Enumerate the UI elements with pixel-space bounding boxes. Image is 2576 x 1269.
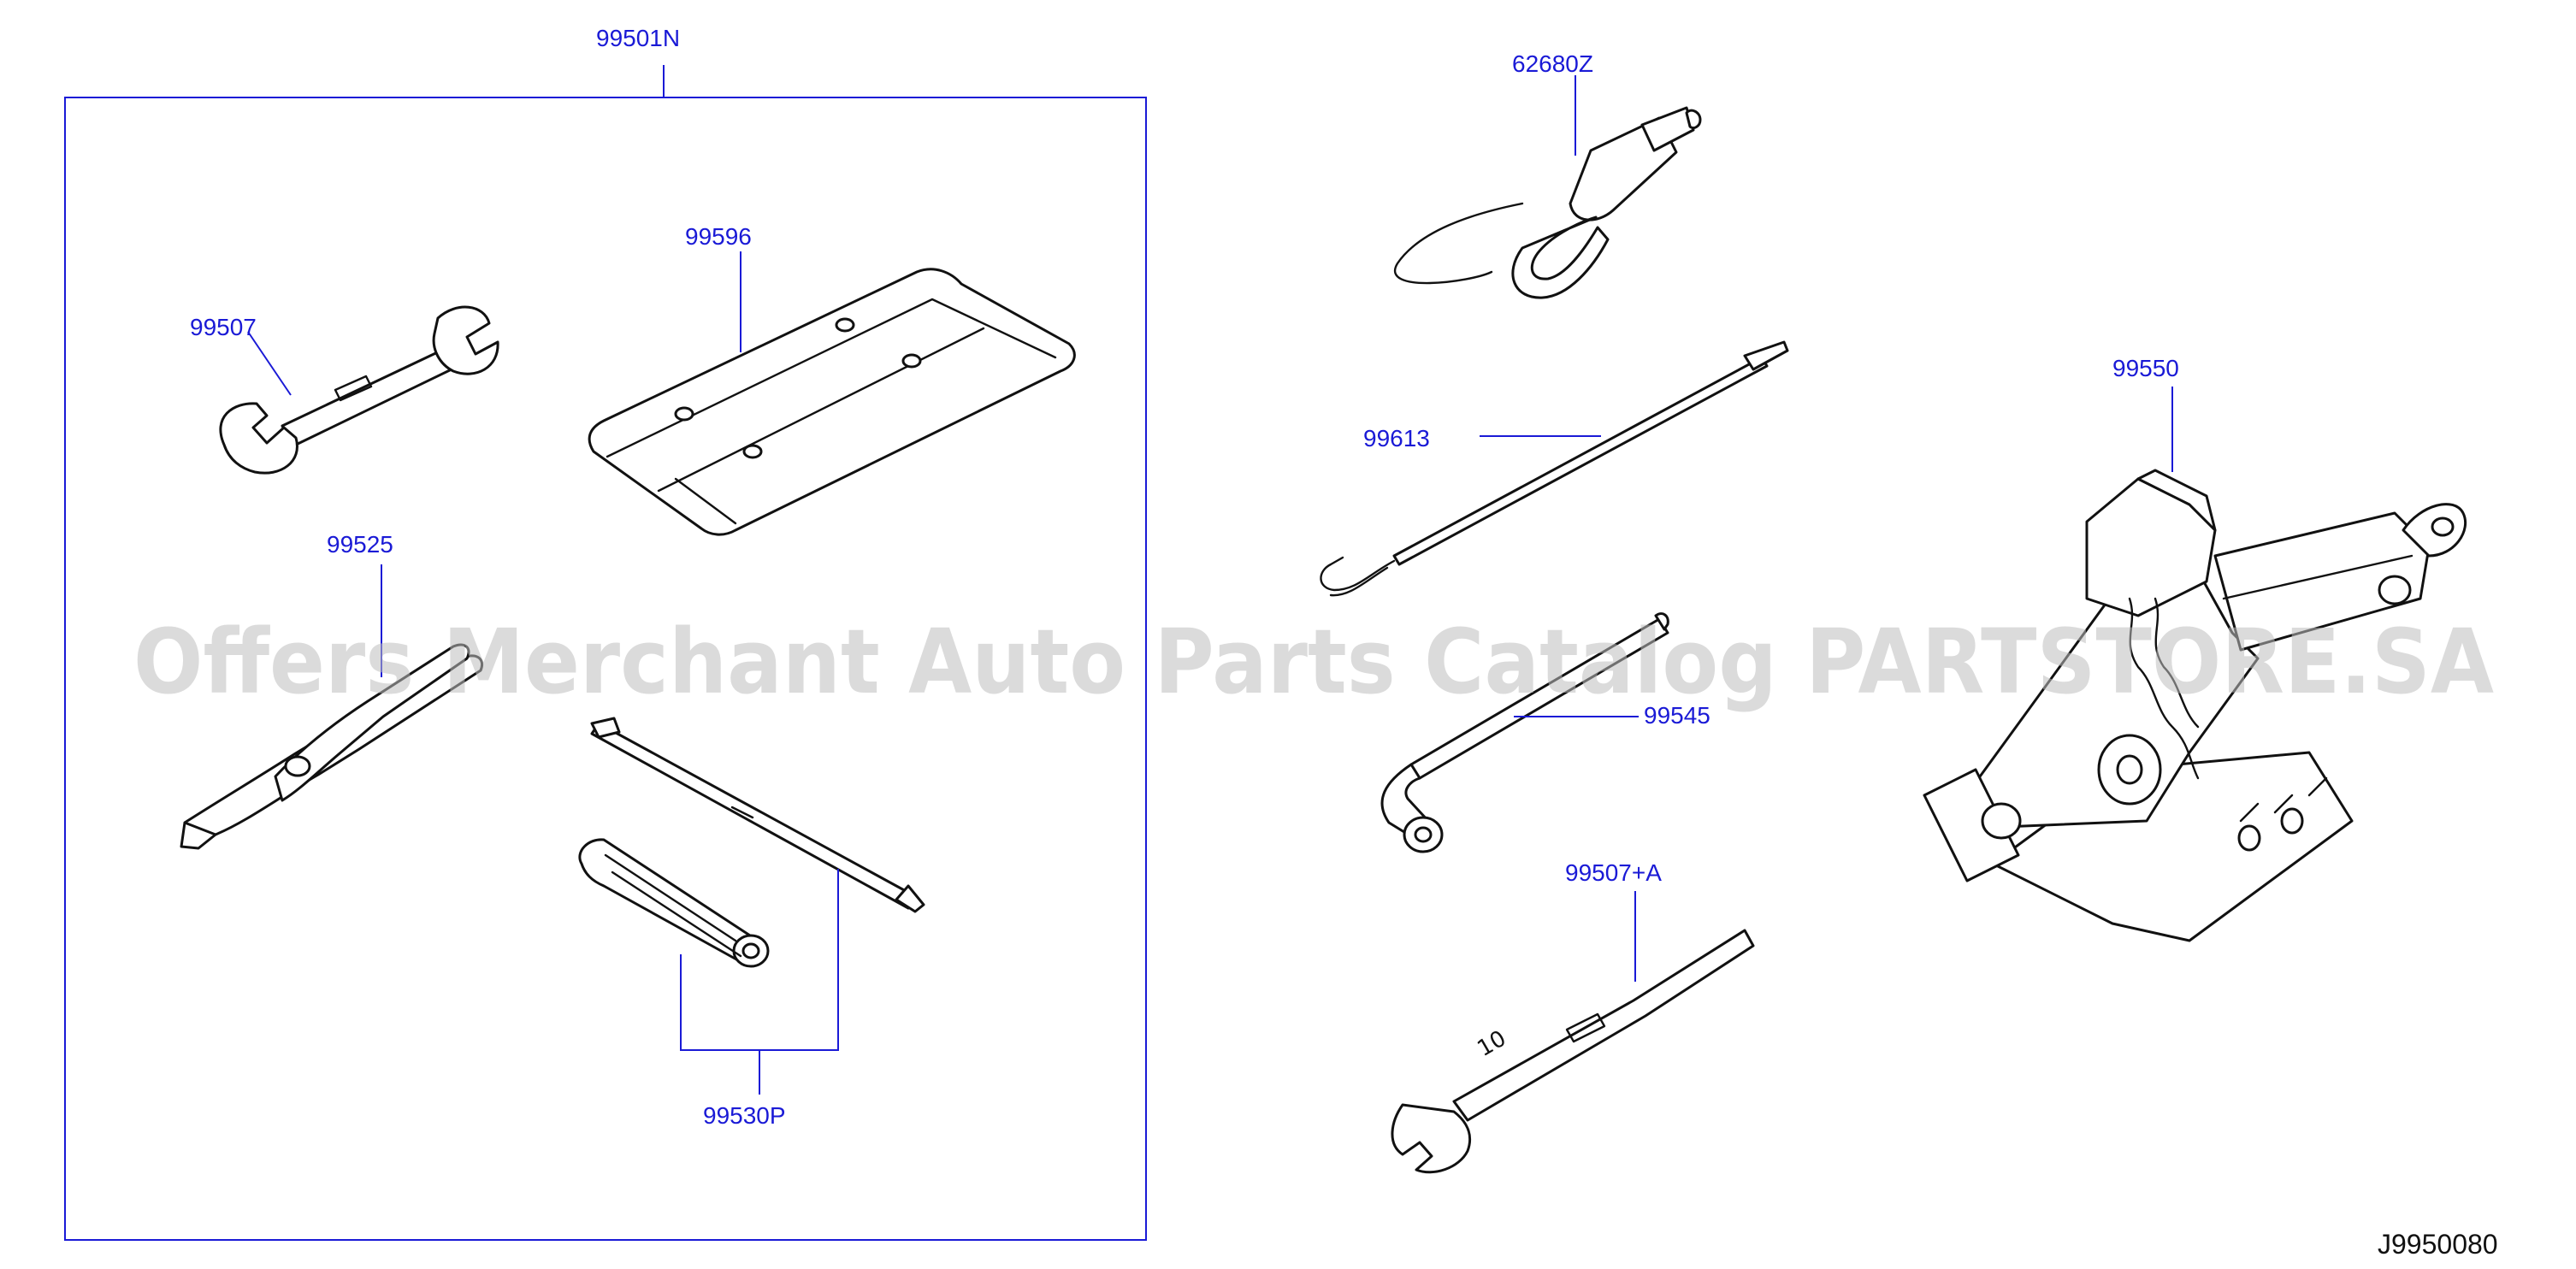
wrench-engraving: 10 [1474, 1026, 1511, 1063]
wrench-small-leader [247, 331, 292, 396]
jack-rod-label[interactable]: 99613 [1363, 425, 1430, 452]
tow-hook-eye-icon [1394, 106, 1702, 299]
reference-code: J9950080 [2378, 1229, 2498, 1260]
screwdriver-and-handle-icon [578, 717, 925, 968]
scissor-jack-icon [1923, 469, 2467, 942]
wrench-small-label[interactable]: 99507 [190, 314, 257, 340]
kit-frame [64, 97, 1147, 1241]
screwdriver-leader [680, 869, 839, 1095]
watermark: Offers Merchant Auto Parts Catalog PARTS… [133, 610, 2494, 714]
tow-hook-label[interactable]: 62680Z [1512, 50, 1593, 77]
pliers-icon [180, 643, 483, 850]
wrench-10mm-icon: 10 [1391, 929, 1755, 1174]
wheel-nut-wrench-icon [1380, 612, 1669, 853]
tool-bag-tray-icon [588, 268, 1076, 536]
jack-label[interactable]: 99550 [2112, 355, 2179, 381]
open-end-wrench-icon [219, 305, 499, 475]
jack-handle-rod-icon [1320, 340, 1789, 597]
pliers-label[interactable]: 99525 [327, 531, 393, 558]
wrench-10-label[interactable]: 99507+A [1565, 859, 1662, 886]
screwdriver-label[interactable]: 99530P [703, 1102, 786, 1129]
tool-bag-label[interactable]: 99596 [685, 223, 752, 250]
kit-label[interactable]: 99501N [596, 25, 680, 51]
wheel-wrench-label[interactable]: 99545 [1644, 702, 1710, 729]
